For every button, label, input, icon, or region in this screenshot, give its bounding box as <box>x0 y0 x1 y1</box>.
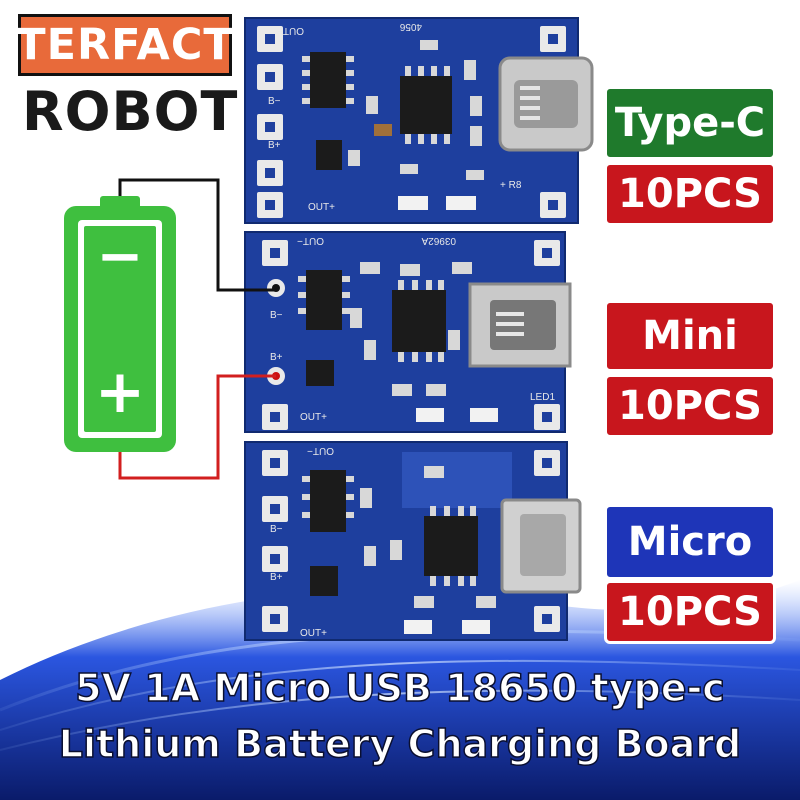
svg-text:OUT−: OUT− <box>307 445 334 456</box>
badge-mini: Mini <box>604 300 776 372</box>
badge-typec-qty-label: 10PCS <box>618 171 762 217</box>
svg-text:03962A: 03962A <box>421 235 456 246</box>
wire-black <box>118 178 276 292</box>
svg-text:OUT+: OUT+ <box>300 412 327 423</box>
battery-minus-symbol: − <box>96 223 144 289</box>
battery-icon <box>64 196 176 452</box>
svg-text:4056: 4056 <box>399 21 422 32</box>
badge-mini-label: Mini <box>642 313 738 359</box>
wire-red <box>118 374 276 480</box>
brand-logo-top: TERFACT <box>16 14 234 76</box>
footer-title-line-2: Lithium Battery Charging Board <box>58 721 742 767</box>
svg-text:B+: B+ <box>270 572 283 583</box>
svg-text:OUT−: OUT− <box>297 235 324 246</box>
badge-typec-qty: 10PCS <box>604 162 776 226</box>
badge-micro-label: Micro <box>627 519 753 565</box>
badge-typec: Type-C <box>604 86 776 160</box>
board-typec: OUT− 4056 B− B+ OUT+ + R8 <box>244 17 594 224</box>
svg-text:OUT+: OUT+ <box>308 202 335 213</box>
svg-text:B+: B+ <box>268 140 281 151</box>
badge-micro-qty-label: 10PCS <box>618 589 762 635</box>
brand-logo-bottom: ROBOT <box>22 79 242 143</box>
battery-plus-symbol: + <box>94 357 146 427</box>
board-micro: OUT− B− B+ OUT+ <box>244 441 582 641</box>
svg-text:OUT−: OUT− <box>277 25 304 36</box>
svg-text:B−: B− <box>270 524 283 535</box>
svg-text:+ R8: + R8 <box>500 180 522 191</box>
footer-title-line-1: 5V 1A Micro USB 18650 type-c <box>74 665 725 711</box>
brand-line-2: ROBOT <box>22 79 239 143</box>
svg-text:B+: B+ <box>270 352 283 363</box>
svg-text:B−: B− <box>268 96 281 107</box>
badge-micro: Micro <box>604 504 776 580</box>
svg-text:OUT+: OUT+ <box>300 628 327 639</box>
badge-mini-qty: 10PCS <box>604 374 776 438</box>
badge-micro-qty: 10PCS <box>604 580 776 644</box>
badge-mini-qty-label: 10PCS <box>618 383 762 429</box>
badge-typec-label: Type-C <box>614 100 766 146</box>
svg-text:B−: B− <box>270 310 283 321</box>
boards-illustration: OUT− 4056 B− B+ OUT+ + R8 <box>64 17 594 641</box>
board-mini: OUT− 03962A B− B+ OUT+ LED1 <box>244 231 572 433</box>
brand-line-1: TERFACT <box>16 20 234 70</box>
svg-text:LED1: LED1 <box>530 392 555 403</box>
